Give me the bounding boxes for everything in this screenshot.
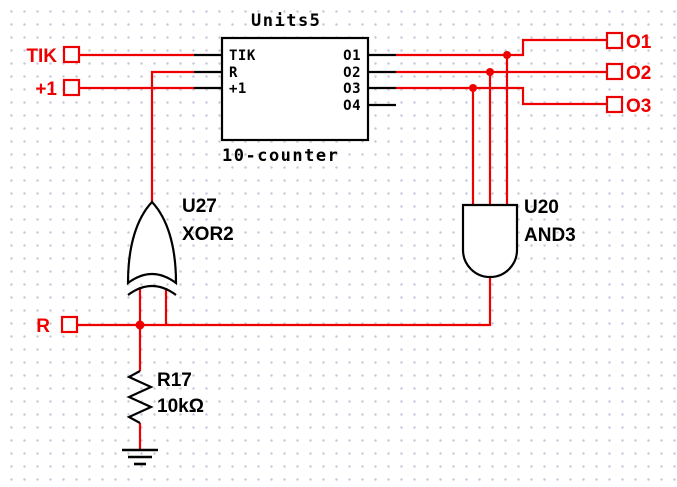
counter-pin-label: O3 (343, 81, 361, 97)
wire-r-and-out[interactable] (77, 276, 492, 327)
port-o3-label: O3 (626, 96, 651, 117)
port-o1[interactable]: O1 (605, 31, 652, 53)
port-plus1-label: +1 (35, 79, 57, 100)
port-tik[interactable]: TIK (26, 45, 81, 67)
counter-pin-label: O2 (343, 65, 361, 81)
port-r[interactable]: R (36, 315, 79, 337)
xor-ref-label: U27 (182, 196, 217, 217)
counter-pin-label: R (229, 65, 238, 81)
port-o3[interactable]: O3 (605, 95, 651, 117)
port-o2-label: O2 (626, 63, 651, 84)
port-tik-label: TIK (26, 46, 57, 67)
port-pad[interactable] (605, 95, 624, 114)
and-type-label: AND3 (524, 225, 576, 246)
and-ref-label: U20 (524, 197, 559, 218)
resistor-r17[interactable]: R17 10kΩ (126, 370, 204, 424)
xor-type-label: XOR2 (182, 224, 234, 245)
wires (77, 38, 607, 450)
counter-pin-label: TIK (229, 48, 256, 64)
port-plus1[interactable]: +1 (35, 78, 81, 100)
junction-dot (469, 84, 477, 92)
gate-and-u20[interactable]: U20 AND3 (461, 197, 576, 279)
gate-xor-u27[interactable]: U27 XOR2 (126, 196, 234, 296)
counter-pin-label: +1 (229, 81, 247, 97)
resistor-value-label: 10kΩ (157, 396, 204, 417)
junction-dot (486, 68, 494, 76)
port-o2[interactable]: O2 (605, 62, 651, 84)
resistor-zigzag[interactable] (126, 370, 154, 424)
junction-dot (503, 51, 511, 59)
port-o1-label: O1 (626, 32, 652, 53)
counter-pin-label: O1 (343, 48, 361, 64)
ground-symbol[interactable] (122, 448, 158, 466)
counter-device-label: 10-counter (222, 146, 339, 166)
wire-o3[interactable] (396, 86, 607, 106)
port-pad[interactable] (605, 62, 624, 81)
and-gate-body[interactable] (461, 203, 519, 279)
junction-dot (135, 320, 145, 330)
port-r-label: R (36, 316, 50, 337)
counter-ref-label: Units5 (251, 11, 321, 31)
xor-gate-extra-curve (127, 284, 177, 296)
counter-pin-label: O4 (343, 98, 361, 114)
counter-body[interactable] (220, 36, 370, 142)
resistor-ref-label: R17 (157, 370, 192, 391)
counter-units5[interactable]: Units5 10-counter TIK R +1 O1 O2 O3 O4 (194, 11, 396, 166)
port-pad[interactable] (62, 45, 81, 64)
wire-o1[interactable] (396, 38, 607, 57)
wire-r-to-xor-output[interactable] (150, 70, 194, 203)
port-pad[interactable] (60, 315, 79, 334)
port-pad[interactable] (62, 78, 81, 97)
port-pad[interactable] (605, 31, 624, 50)
xor-gate-body[interactable] (126, 200, 178, 286)
